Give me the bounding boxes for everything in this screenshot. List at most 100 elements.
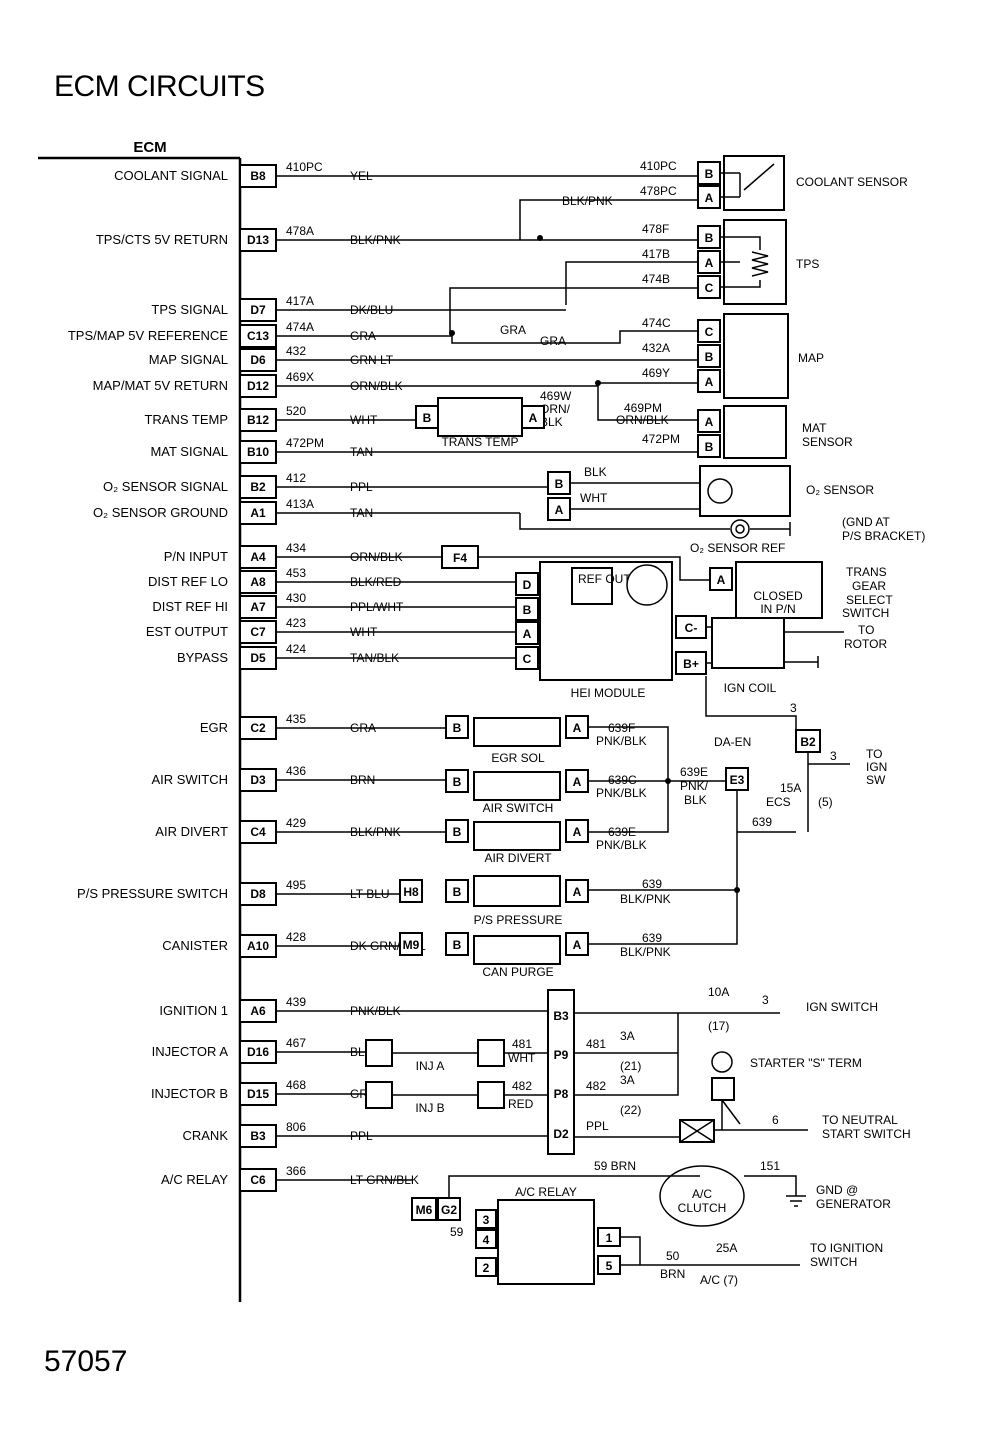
svg-text:639F: 639F <box>608 721 635 735</box>
svg-text:A: A <box>573 775 582 789</box>
svg-text:B: B <box>453 825 462 839</box>
circuit-number: 428 <box>286 930 306 944</box>
svg-text:481: 481 <box>586 1037 606 1051</box>
svg-text:(21): (21) <box>620 1059 641 1073</box>
svg-text:(17): (17) <box>708 1019 729 1033</box>
ecm-pin-label: C4 <box>250 825 266 839</box>
svg-text:M6: M6 <box>416 1203 433 1217</box>
injector-wires <box>392 1012 780 1138</box>
svg-text:PNK/BLK: PNK/BLK <box>596 838 647 852</box>
svg-text:PPL: PPL <box>586 1119 609 1133</box>
ecm-signal-label: TPS/CTS 5V RETURN <box>96 232 228 247</box>
svg-text:432A: 432A <box>642 341 670 355</box>
svg-text:472PM: 472PM <box>642 432 680 446</box>
svg-text:C: C <box>523 652 532 666</box>
svg-text:(5): (5) <box>818 795 833 809</box>
ecs-wires <box>807 752 850 832</box>
ecm-signal-label: O₂ SENSOR GROUND <box>93 505 228 520</box>
starter-label: STARTER "S" TERM <box>750 1056 862 1070</box>
svg-text:BLK: BLK <box>584 465 607 479</box>
circuit-number: 430 <box>286 591 306 605</box>
ac-relay: M6 G2 3 4 2 1 5 A/C RELAY 59 <box>411 1185 621 1285</box>
svg-text:482: 482 <box>512 1079 532 1093</box>
ecm-pin-label: C6 <box>250 1173 266 1187</box>
svg-text:C: C <box>705 325 714 339</box>
ecm-signal-label: P/S PRESSURE SWITCH <box>77 886 228 901</box>
svg-text:GRA: GRA <box>540 334 566 348</box>
ecm-signal-label: MAP/MAT 5V RETURN <box>93 378 228 393</box>
svg-text:BRN: BRN <box>660 1267 685 1281</box>
svg-text:SELECT: SELECT <box>846 593 893 607</box>
inj-b-left <box>365 1081 393 1109</box>
svg-text:15A: 15A <box>780 781 801 795</box>
wire-color: BLK/RED <box>350 575 402 589</box>
ecm-pin-label: D13 <box>247 233 269 247</box>
ecm-signal-label: AIR SWITCH <box>151 772 228 787</box>
starter-wires <box>679 1099 808 1143</box>
circuit-number: 474A <box>286 320 314 334</box>
svg-text:2: 2 <box>483 1261 490 1275</box>
gnd-wire <box>744 1175 806 1207</box>
svg-text:SWITCH: SWITCH <box>842 606 889 620</box>
svg-text:B: B <box>453 775 462 789</box>
svg-text:H8: H8 <box>403 885 419 899</box>
svg-text:A: A <box>573 825 582 839</box>
ecm-signal-label: TPS SIGNAL <box>151 302 228 317</box>
svg-text:ORN/BLK: ORN/BLK <box>616 413 669 427</box>
svg-text:WHT: WHT <box>508 1051 536 1065</box>
trans-temp-label: TRANS TEMP <box>441 435 518 449</box>
wire-color: LT BLU <box>350 887 390 901</box>
ecm-pin-label: B8 <box>250 169 266 183</box>
circuit-number: 366 <box>286 1164 306 1178</box>
svg-text:TO IGNITION: TO IGNITION <box>810 1241 883 1255</box>
svg-text:3: 3 <box>762 993 769 1007</box>
svg-text:(22): (22) <box>620 1103 641 1117</box>
svg-text:SWITCH: SWITCH <box>810 1255 857 1269</box>
inj-a-right <box>477 1039 505 1067</box>
circuit-number: 410PC <box>286 160 323 174</box>
svg-text:B: B <box>523 603 532 617</box>
circuit-number: 413A <box>286 497 314 511</box>
ecm-pin-label: C13 <box>247 329 269 343</box>
svg-text:469W: 469W <box>540 389 572 403</box>
pn-wire <box>478 556 710 581</box>
svg-text:D2: D2 <box>553 1127 569 1141</box>
wire-color: BLK/PNK <box>350 233 401 247</box>
ecm-pin-label: A4 <box>250 550 266 564</box>
svg-text:469Y: 469Y <box>642 366 670 380</box>
svg-text:6: 6 <box>772 1113 779 1127</box>
svg-text:B: B <box>453 885 462 899</box>
o2-wires <box>519 482 791 536</box>
circuit-number: 439 <box>286 995 306 1009</box>
circuit-number: 468 <box>286 1078 306 1092</box>
svg-text:482: 482 <box>586 1079 606 1093</box>
svg-text:25A: 25A <box>716 1241 737 1255</box>
svg-text:BLK/PNK: BLK/PNK <box>562 194 613 208</box>
svg-text:639C: 639C <box>608 773 637 787</box>
ecm-pin-label: B3 <box>250 1129 266 1143</box>
circuit-number: 453 <box>286 566 306 580</box>
e3-connector <box>725 767 749 791</box>
ecm-signal-label: CRANK <box>182 1128 228 1143</box>
svg-text:3A: 3A <box>620 1029 635 1043</box>
ecm-pin-label: C7 <box>250 625 266 639</box>
ecm-signal-label: DIST REF HI <box>152 599 228 614</box>
svg-text:639E: 639E <box>680 765 708 779</box>
wire-color: DK/BLU <box>350 303 393 317</box>
ac-clutch <box>659 1165 745 1227</box>
svg-text:3A: 3A <box>620 1073 635 1087</box>
